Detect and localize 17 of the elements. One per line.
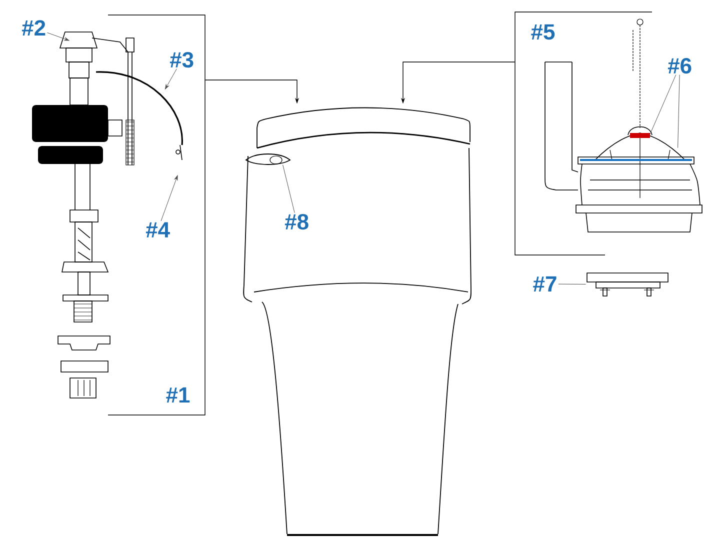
- leader-line: [160, 175, 178, 222]
- callout-number: #6: [668, 58, 692, 74]
- callout-number: #8: [284, 214, 308, 230]
- leader-line: [678, 74, 680, 148]
- leader-line: [47, 32, 70, 41]
- toilet-tank-drawing: [243, 107, 472, 536]
- leader-line: [282, 164, 295, 214]
- leader-line: [164, 68, 177, 90]
- callout-number: #1: [166, 387, 190, 403]
- gasket-drawing: [586, 272, 668, 296]
- leader-line: [650, 74, 676, 136]
- callout-number: #2: [22, 20, 46, 36]
- callout-number: #3: [170, 52, 194, 68]
- callout-number: #7: [533, 276, 556, 292]
- flush-valve-drawing: [514, 12, 702, 256]
- callout-number: #5: [531, 24, 555, 40]
- callout-number: #4: [146, 222, 170, 238]
